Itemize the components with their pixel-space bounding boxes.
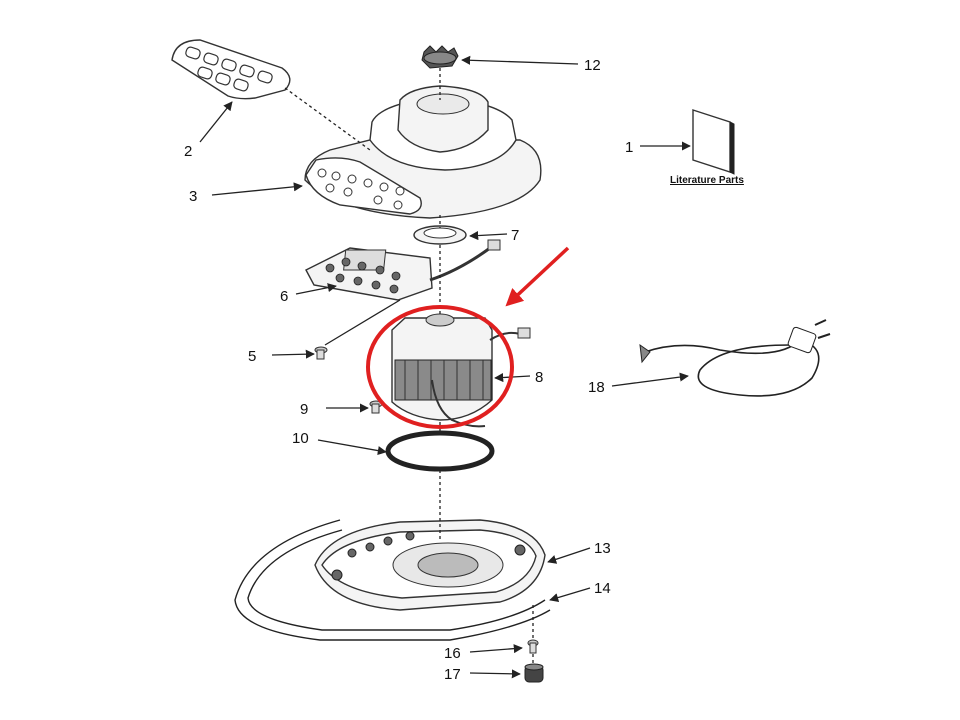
part-10-gasket <box>385 430 495 472</box>
literature-parts-label: Literature Parts <box>670 175 744 186</box>
callout-17: 17 <box>444 666 461 683</box>
part-8-motor <box>391 313 531 428</box>
part-17-foot <box>524 663 544 683</box>
part-12-drive-coupler <box>421 45 459 69</box>
part-6-control-board <box>305 239 501 301</box>
callout-2: 2 <box>184 143 192 160</box>
assembly-axis <box>284 68 534 664</box>
highlight-circle <box>366 305 514 429</box>
part-13-base <box>314 519 546 611</box>
callout-9: 9 <box>300 401 308 418</box>
part-14-trim <box>234 519 551 641</box>
part-16-screw <box>527 639 539 654</box>
part-18-power-cord <box>639 319 831 397</box>
motor-highlight <box>366 246 570 429</box>
part-9-screw <box>369 400 383 414</box>
part-1-literature <box>692 109 735 175</box>
callout-13: 13 <box>594 540 611 557</box>
callout-12: 12 <box>584 57 601 74</box>
callout-10: 10 <box>292 430 309 447</box>
callout-5: 5 <box>248 348 256 365</box>
callout-14: 14 <box>594 580 611 597</box>
callout-3: 3 <box>189 188 197 205</box>
callout-1: 1 <box>625 139 633 156</box>
callout-7: 7 <box>511 227 519 244</box>
callout-6: 6 <box>280 288 288 305</box>
callout-8: 8 <box>535 369 543 386</box>
part-7-seal <box>413 225 467 245</box>
callout-18: 18 <box>588 379 605 396</box>
leader-lines <box>199 55 691 679</box>
callout-16: 16 <box>444 645 461 662</box>
part-3-housing <box>304 85 542 219</box>
part-2-control-overlay <box>171 39 291 100</box>
callout-labels: 12 2 3 1 7 6 5 8 9 18 10 13 14 16 17 Lit… <box>184 57 744 683</box>
highlight-arrow <box>505 246 570 307</box>
part-5-screw <box>314 346 328 360</box>
